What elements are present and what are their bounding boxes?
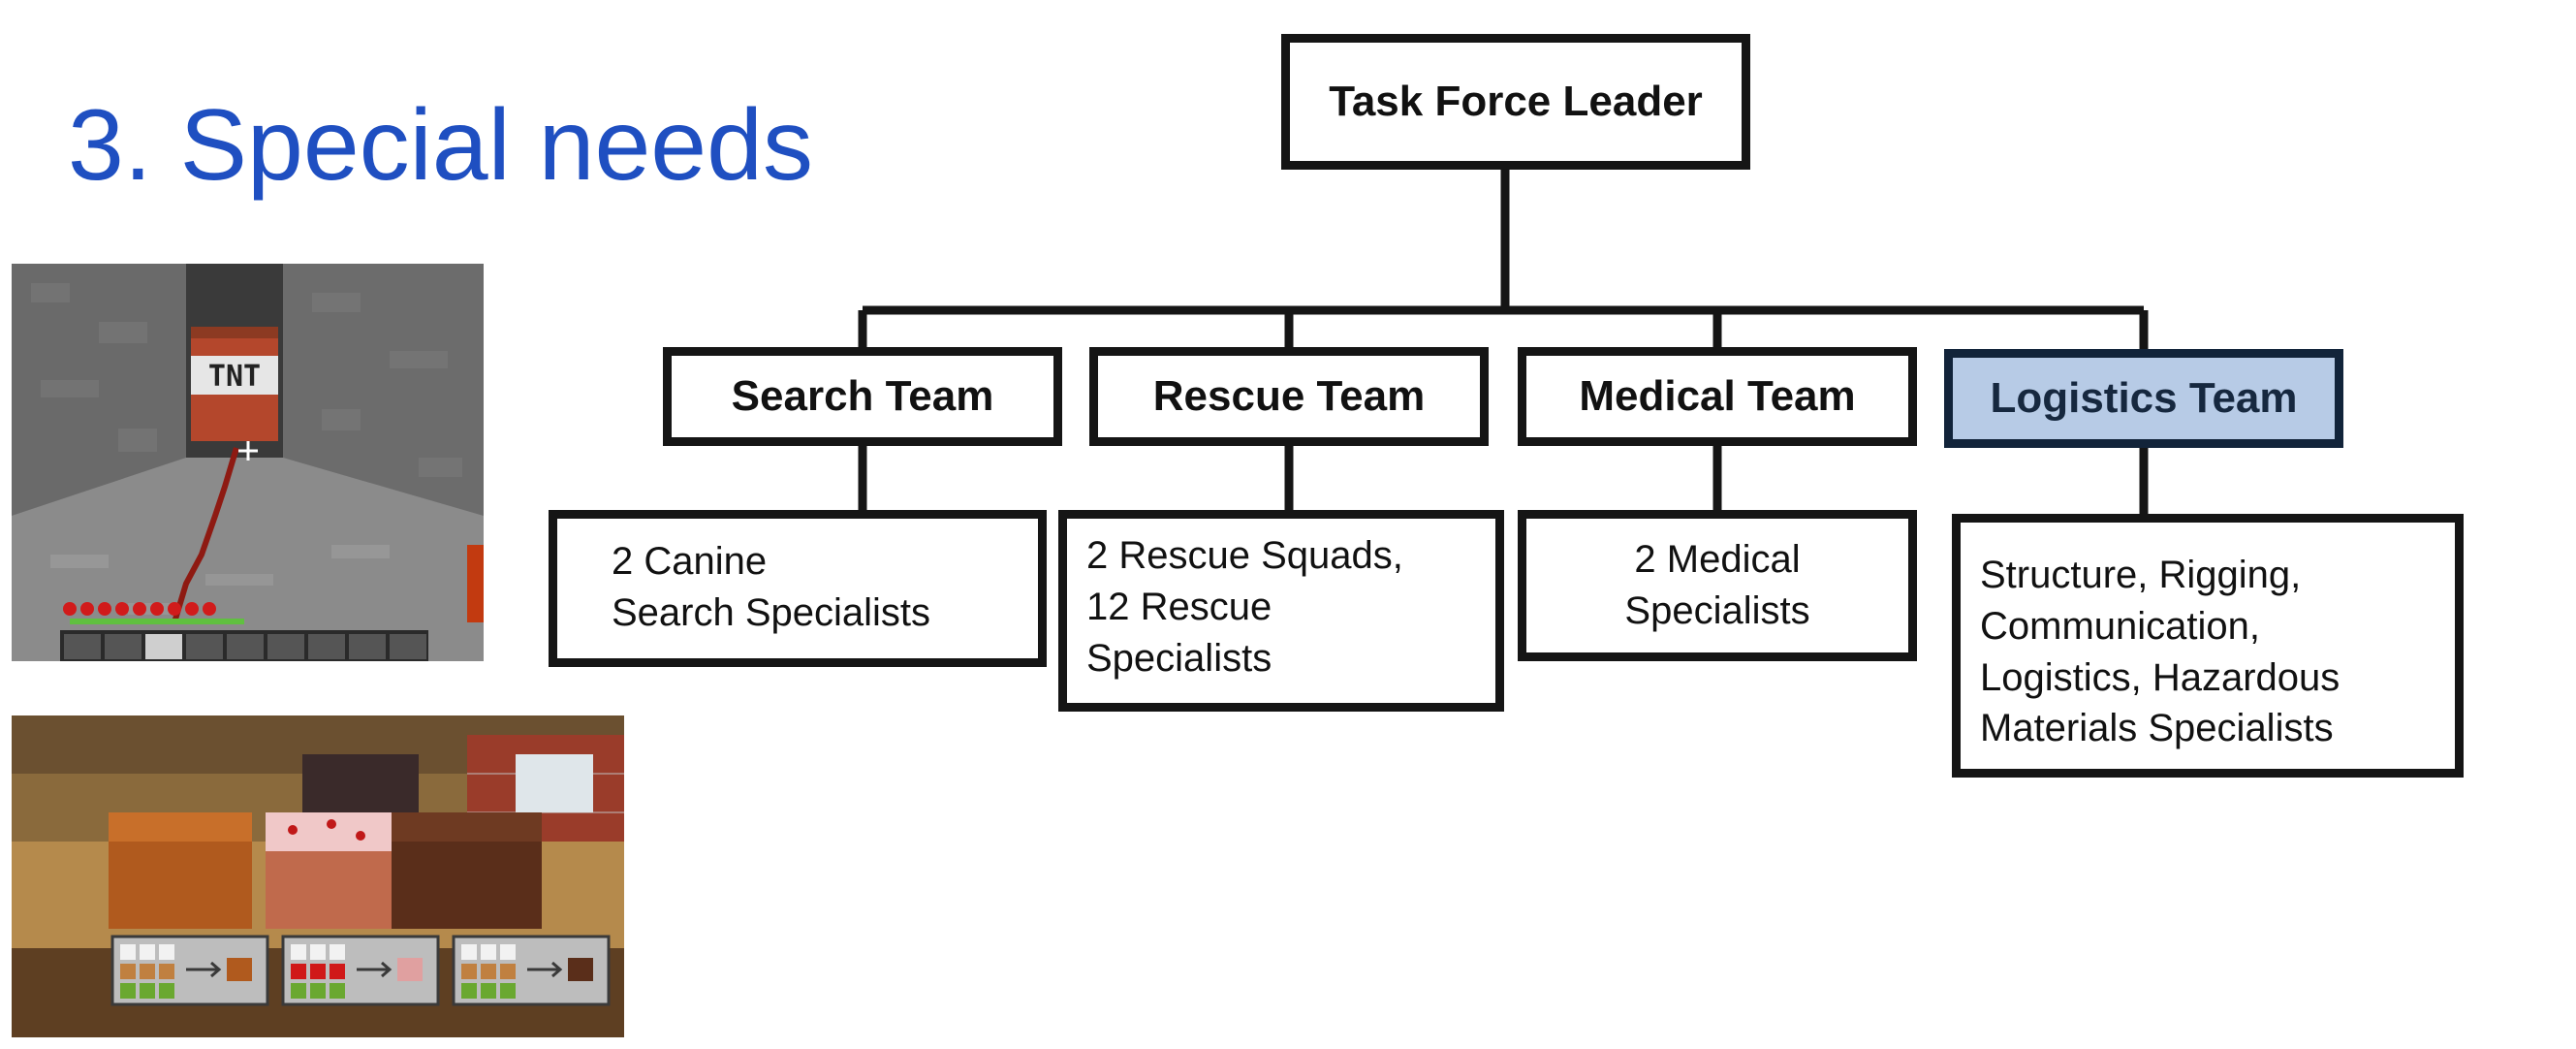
team-box-medical: Medical Team	[1518, 347, 1917, 446]
team-box-search: Search Team	[663, 347, 1062, 446]
org-chart: Task Force Leader Search Team Rescue Tea…	[523, 19, 2464, 824]
minecraft-tnt-screenshot: TNT	[12, 264, 484, 661]
detail-box-rescue: 2 Rescue Squads, 12 Rescue Specialists	[1058, 510, 1504, 712]
minecraft-cakes-screenshot	[12, 715, 624, 1037]
org-chart-connectors	[858, 170, 2149, 516]
leader-box: Task Force Leader	[1281, 34, 1750, 170]
team-box-rescue: Rescue Team	[1089, 347, 1489, 446]
detail-box-search: 2 Canine Search Specialists	[549, 510, 1047, 667]
tnt-label: TNT	[208, 360, 261, 394]
detail-box-logistics: Structure, Rigging, Communication, Logis…	[1952, 514, 2464, 778]
slide-title: 3. Special needs	[68, 89, 813, 202]
team-box-logistics: Logistics Team	[1944, 349, 2343, 448]
detail-box-medical: 2 Medical Specialists	[1518, 510, 1917, 661]
